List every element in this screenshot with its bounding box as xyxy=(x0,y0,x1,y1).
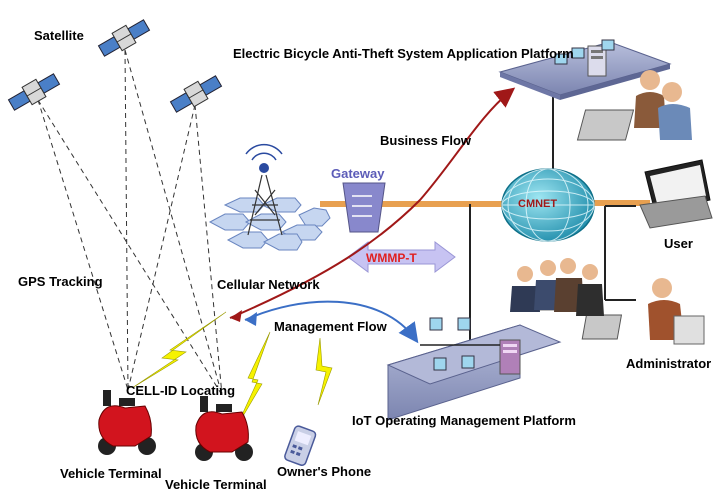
scooter-icon-1 xyxy=(98,390,156,455)
person-icon-admin xyxy=(581,278,705,345)
cellular-network-label: Cellular Network xyxy=(217,277,320,292)
vehicle-terminal-label-2: Vehicle Terminal xyxy=(165,477,267,492)
gateway-icon xyxy=(342,182,386,233)
lightning-icon xyxy=(131,311,333,429)
satellite-icon-1 xyxy=(7,73,61,111)
globe-icon xyxy=(501,168,595,242)
cell-tower-icon xyxy=(208,143,331,251)
wmmp-label: WMMP-T xyxy=(366,251,417,265)
server-icon xyxy=(587,45,607,77)
backbone-line xyxy=(320,201,508,207)
iot-platform-label: IoT Operating Management Platform xyxy=(352,413,576,428)
laptop-icon xyxy=(639,159,713,229)
person-icon-group-top xyxy=(576,70,692,141)
application-platform xyxy=(498,39,672,100)
user-label: User xyxy=(664,236,693,251)
satellite-icon-2 xyxy=(97,19,151,57)
gps-tracking-label: GPS Tracking xyxy=(18,274,103,289)
satellite-label: Satellite xyxy=(34,28,84,43)
application-platform-label: Electric Bicycle Anti-Theft System Appli… xyxy=(233,46,574,61)
cmnet-label: CMNET xyxy=(518,198,558,210)
vehicle-terminal-label-1: Vehicle Terminal xyxy=(60,466,162,481)
satellite-icon-3 xyxy=(169,75,223,113)
business-flow-label: Business Flow xyxy=(380,133,472,148)
scooter-icon-2 xyxy=(195,396,253,461)
server-icon-iot xyxy=(499,339,521,375)
owners-phone-label: Owner's Phone xyxy=(277,464,372,479)
gateway-label: Gateway xyxy=(331,166,385,181)
satellite-links xyxy=(37,49,223,396)
person-icon-group-iot xyxy=(510,258,604,316)
management-flow-label: Management Flow xyxy=(274,319,387,334)
backbone-line-right xyxy=(590,200,650,206)
iot-platform xyxy=(386,317,562,421)
business-flow-arrow xyxy=(229,87,516,319)
phone-icon xyxy=(284,425,317,466)
administrator-label: Administrator xyxy=(626,356,712,371)
management-flow-arrow xyxy=(244,300,419,344)
wmmp-arrow xyxy=(347,241,456,273)
cell-id-locating-label: CELL-ID Locating xyxy=(126,383,236,398)
